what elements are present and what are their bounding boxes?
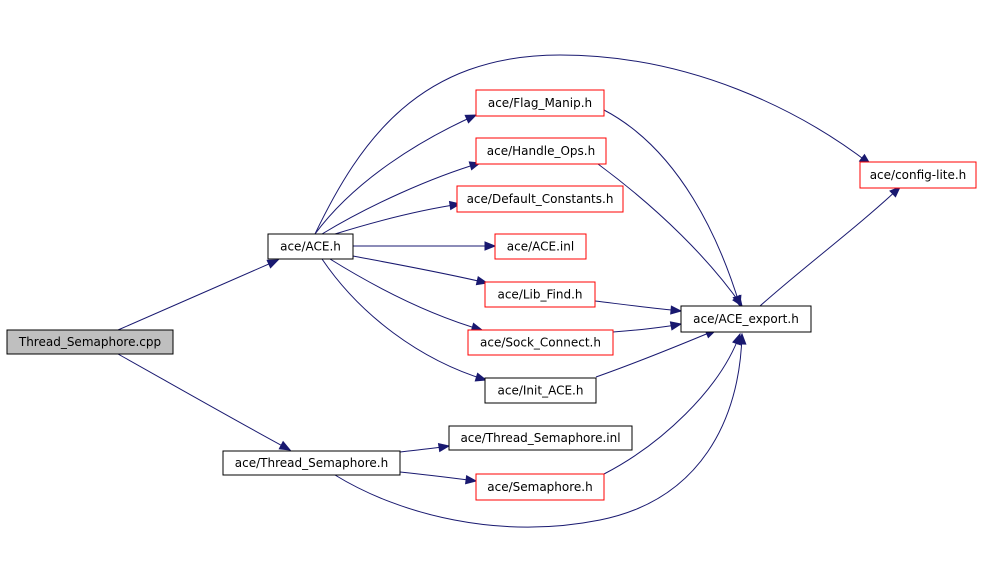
node-config_lite_h[interactable]: ace/config-lite.h (859, 161, 977, 189)
edge-thread_semaphore_cpp-to-thread_semaphore_h (117, 353, 292, 451)
node-label: ace/Thread_Semaphore.h (235, 456, 388, 470)
node-box[interactable] (475, 473, 605, 501)
node-box[interactable] (456, 185, 624, 213)
edge-arrowhead (278, 440, 292, 451)
node-box[interactable] (680, 305, 812, 333)
node-semaphore_h[interactable]: ace/Semaphore.h (475, 473, 605, 501)
edge-line (117, 353, 291, 451)
edge-arrowhead (464, 114, 478, 124)
edge-line (329, 258, 483, 331)
edge-arrowhead (484, 241, 497, 251)
node-ace_export_h[interactable]: ace/ACE_export.h (680, 305, 812, 333)
edge-arrowhead (732, 294, 743, 308)
node-label: ace/Sock_Connect.h (480, 336, 601, 350)
edge-handle_ops_h-to-ace_export_h (597, 163, 743, 308)
node-flag_manip_h[interactable]: ace/Flag_Manip.h (475, 89, 605, 117)
edge-sock_connect_h-to-ace_export_h (612, 321, 683, 333)
node-thread_semaphore_cpp[interactable]: Thread_Semaphore.cpp (6, 329, 174, 355)
edge-line (597, 163, 743, 307)
edge-line (334, 333, 743, 528)
node-label: ace/ACE.inl (507, 240, 574, 254)
node-handle_ops_h[interactable]: ace/Handle_Ops.h (475, 137, 607, 165)
edge-ace_h-to-ace_inl (352, 241, 497, 251)
node-box[interactable] (859, 161, 977, 189)
edge-arrowhead (475, 275, 489, 286)
edge-ace_h-to-init_ace_h (321, 258, 488, 382)
edge-arrowhead (474, 372, 488, 382)
edge-line (595, 329, 717, 378)
node-lib_find_h[interactable]: ace/Lib_Find.h (484, 281, 596, 308)
node-box[interactable] (475, 137, 607, 165)
edge-ace_h-to-flag_manip_h (314, 114, 478, 235)
node-box[interactable] (6, 329, 174, 355)
node-box[interactable] (222, 450, 401, 476)
edge-line (321, 258, 487, 381)
node-box[interactable] (467, 329, 614, 356)
edge-ace_h-to-lib_find_h (352, 255, 489, 286)
node-box[interactable] (475, 89, 605, 117)
node-default_constants_h[interactable]: ace/Default_Constants.h (456, 185, 624, 213)
edge-ace_export_h-to-config_lite_h (759, 186, 901, 307)
node-thread_semaphore_inl[interactable]: ace/Thread_Semaphore.inl (448, 425, 633, 451)
node-label: ace/Thread_Semaphore.inl (460, 431, 620, 445)
node-box[interactable] (494, 233, 587, 260)
edge-line (334, 203, 461, 235)
node-box[interactable] (484, 377, 597, 404)
nodes-layer: Thread_Semaphore.cpp ace/ACE.h ace/Thread_… (6, 89, 977, 501)
edge-line (314, 114, 477, 235)
edge-arrowhead (437, 442, 451, 453)
edge-line (759, 186, 901, 307)
edge-arrowhead (889, 186, 901, 198)
node-sock_connect_h[interactable]: ace/Sock_Connect.h (467, 329, 614, 356)
node-label: ace/Lib_Find.h (497, 288, 582, 302)
edge-arrowhead (266, 259, 280, 269)
node-label: ace/Flag_Manip.h (488, 96, 592, 110)
node-box[interactable] (267, 233, 354, 260)
edge-arrowhead (670, 305, 683, 315)
edge-semaphore_h-to-ace_export_h (603, 332, 741, 475)
node-label: ace/config-lite.h (870, 168, 967, 182)
edge-line (321, 162, 481, 235)
edge-lib_find_h-to-ace_export_h (594, 300, 683, 315)
node-ace_h[interactable]: ace/ACE.h (267, 233, 354, 260)
node-box[interactable] (448, 425, 633, 451)
edge-line (603, 109, 741, 307)
edge-line (603, 333, 741, 475)
edge-thread_semaphore_cpp-to-ace_h (117, 259, 280, 331)
edge-line (117, 259, 279, 331)
edge-arrowhead (465, 475, 478, 485)
edge-line (314, 54, 871, 235)
node-label: ace/Default_Constants.h (467, 192, 614, 206)
node-label: ace/ACE_export.h (693, 312, 799, 326)
node-label: ace/Init_ACE.h (498, 384, 584, 398)
edge-thread_semaphore_h-to-semaphore_h (399, 471, 478, 485)
node-label: Thread_Semaphore.cpp (18, 335, 161, 349)
node-box[interactable] (484, 281, 596, 308)
node-ace_inl[interactable]: ace/ACE.inl (494, 233, 587, 260)
node-init_ace_h[interactable]: ace/Init_ACE.h (484, 377, 597, 404)
edge-arrowhead (732, 332, 741, 346)
node-thread_semaphore_h[interactable]: ace/Thread_Semaphore.h (222, 450, 401, 476)
edge-line (352, 255, 488, 284)
node-label: ace/Semaphore.h (487, 480, 592, 494)
node-label: ace/ACE.h (280, 240, 341, 254)
edge-thread_semaphore_h-to-thread_semaphore_inl (399, 442, 451, 453)
edge-arrowhead (669, 321, 683, 331)
node-label: ace/Handle_Ops.h (487, 144, 595, 158)
